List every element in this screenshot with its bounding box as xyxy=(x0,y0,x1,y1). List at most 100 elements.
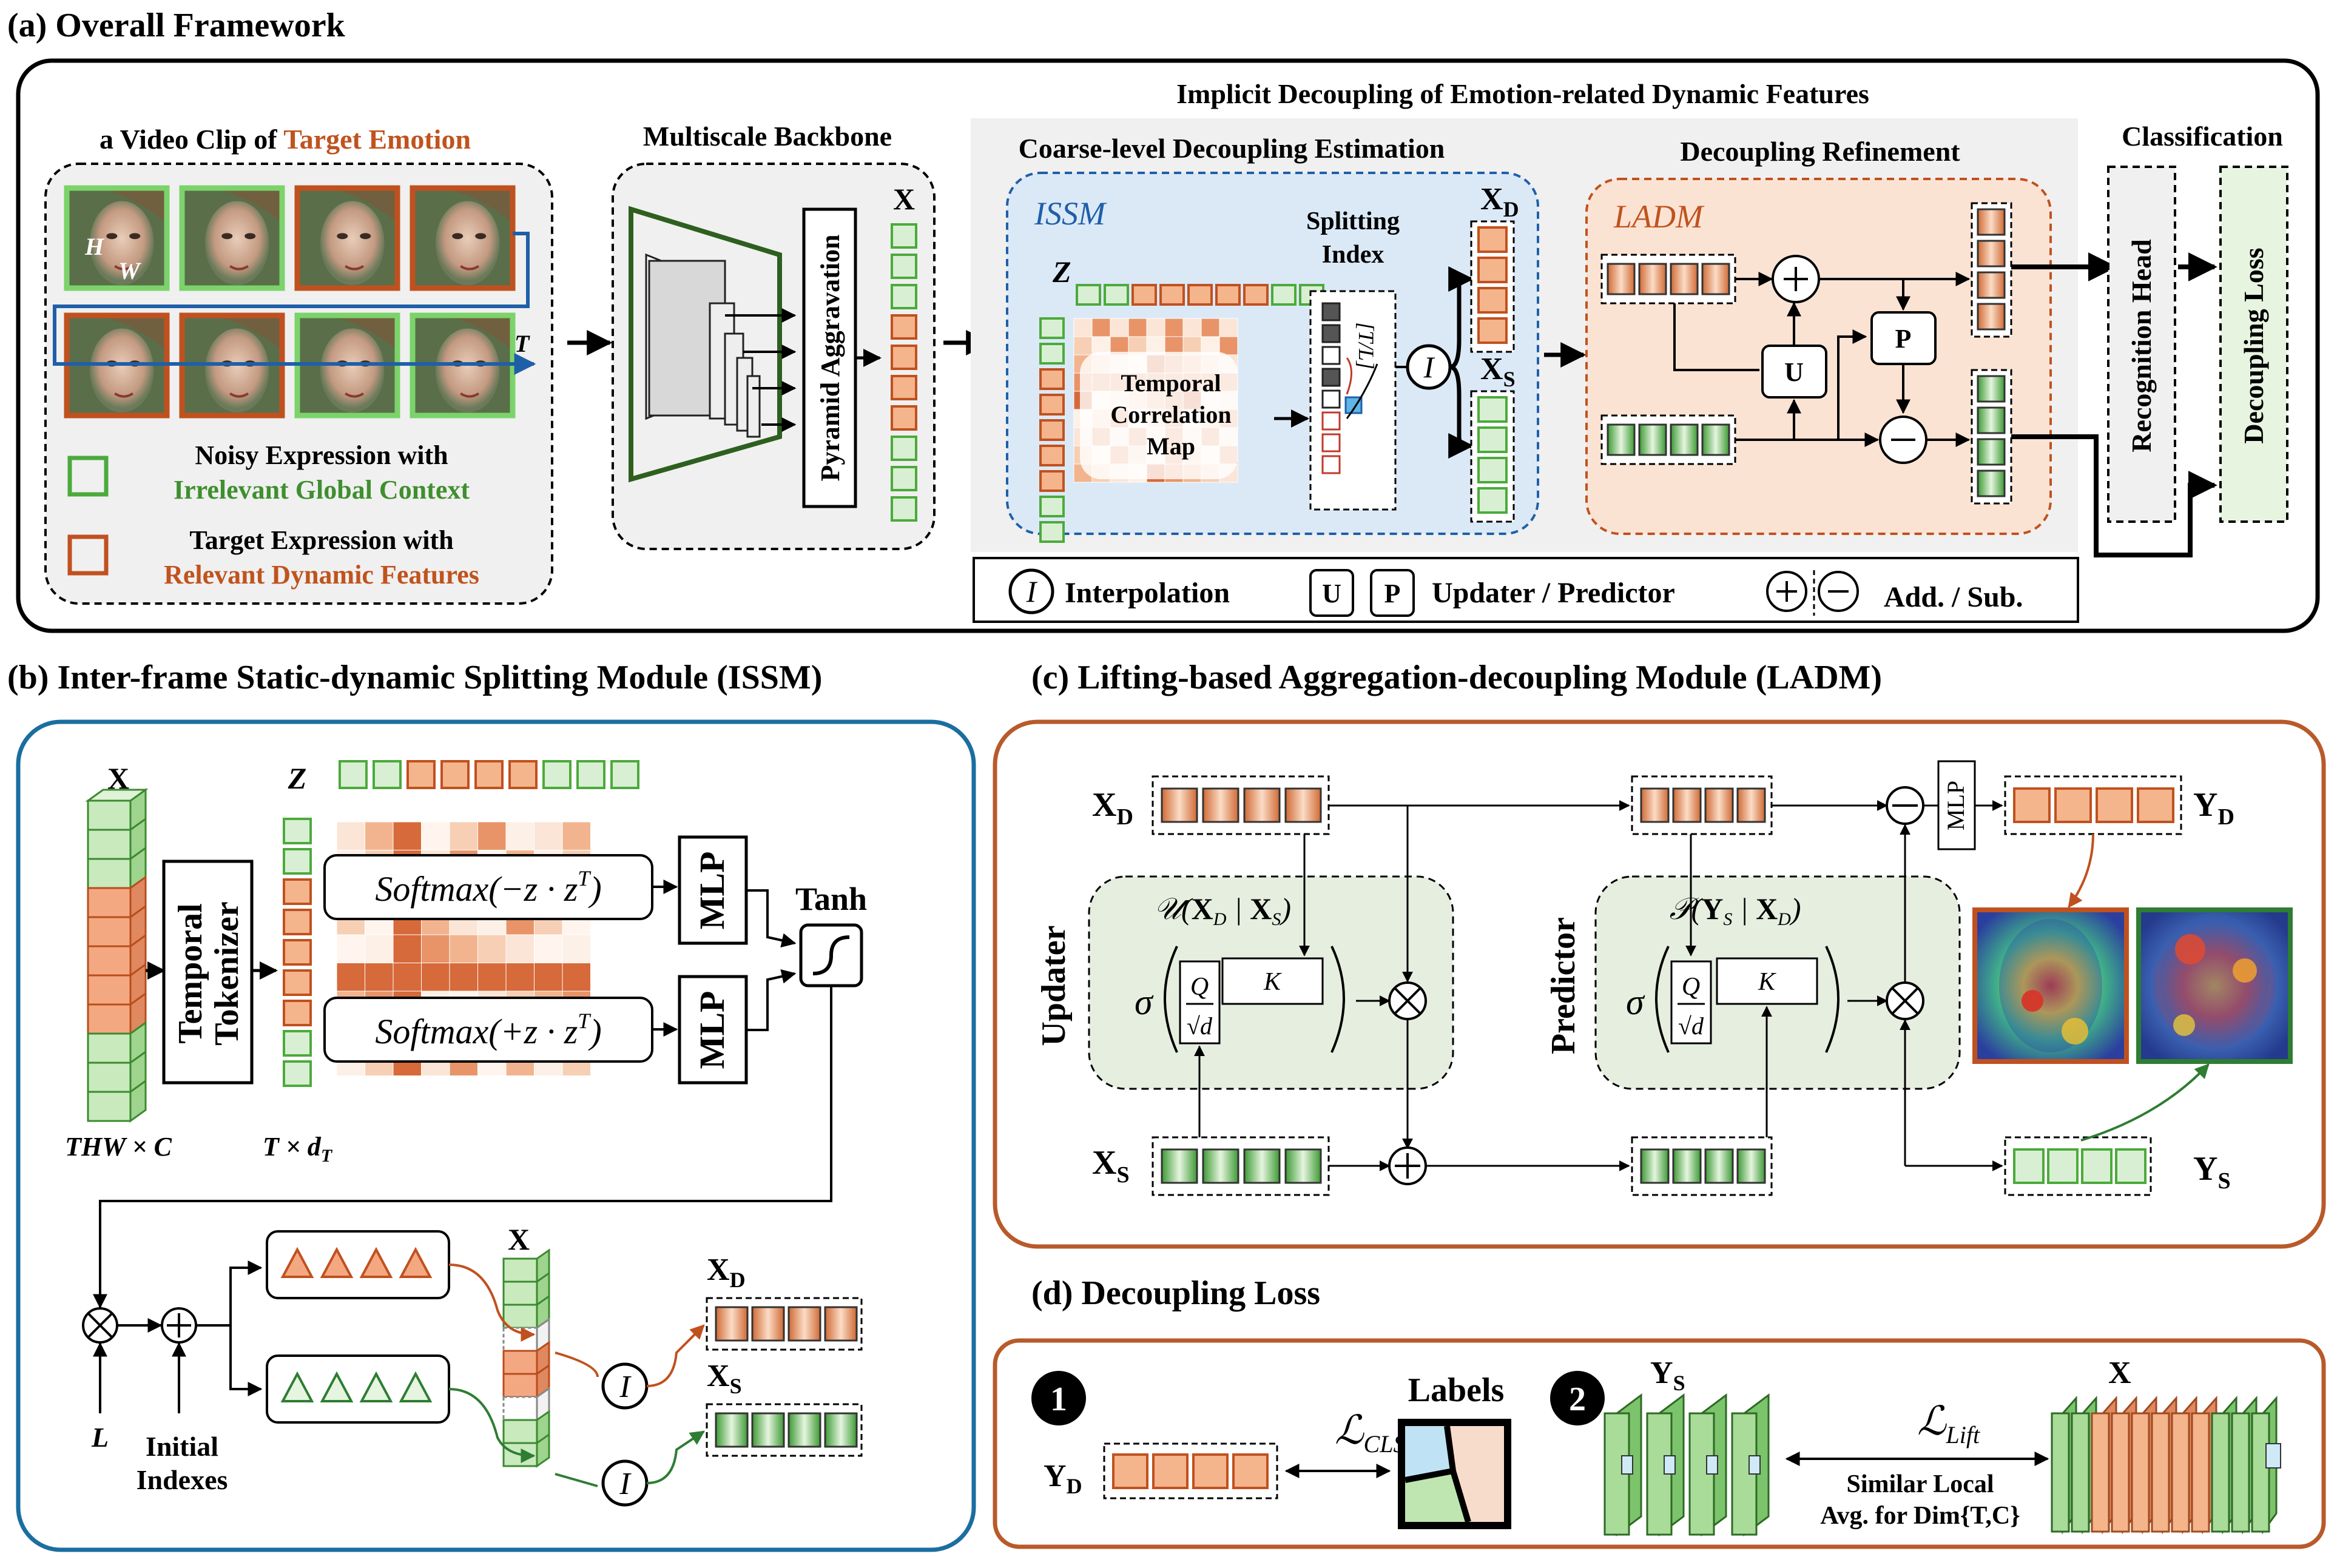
token-cell xyxy=(1977,271,2006,299)
ys-tokens-c xyxy=(2013,1148,2146,1184)
implicit-title: Implicit Decoupling of Emotion-related D… xyxy=(1176,78,1869,109)
panel-a-title: (a) Overall Framework xyxy=(7,7,346,44)
corr-map-overlay xyxy=(1080,352,1238,479)
temporal-tokenizer-box xyxy=(162,860,254,1085)
token-cell xyxy=(1640,1148,1670,1184)
token-cell xyxy=(1112,1453,1148,1489)
labels-icon xyxy=(1398,1419,1511,1529)
token-cell xyxy=(787,1412,821,1448)
token-cell xyxy=(283,1000,312,1026)
index-triangle xyxy=(320,1247,354,1278)
lcls-label: ℒCLS xyxy=(1335,1408,1405,1458)
token-cell xyxy=(1736,1148,1766,1184)
interp-symbol-b2: I xyxy=(619,1467,632,1501)
index-triangle xyxy=(399,1371,433,1402)
k-p: K xyxy=(1758,968,1776,996)
legend-orange-swatch xyxy=(67,534,109,576)
token-cell xyxy=(824,1412,858,1448)
panel-d-title: (d) Decoupling Loss xyxy=(1031,1274,1320,1312)
panel-b-frame xyxy=(16,719,976,1552)
token-cell xyxy=(1672,1148,1702,1184)
z-label-a: Z xyxy=(1052,255,1071,289)
token-cell xyxy=(1477,257,1508,283)
token-cell xyxy=(715,1412,749,1448)
token-cell xyxy=(1977,240,2006,268)
recognition-head-box xyxy=(2107,166,2176,523)
panel-b-title: (b) Inter-frame Static-dynamic Splitting… xyxy=(7,659,822,696)
token-cell xyxy=(1977,303,2006,331)
token-cell xyxy=(1243,1148,1281,1184)
token-cell xyxy=(1039,343,1065,365)
token-cell xyxy=(1215,284,1241,306)
x-label-a: X xyxy=(893,182,915,216)
token-cell xyxy=(1039,317,1065,339)
token-cell xyxy=(1243,787,1281,823)
token-cell xyxy=(1039,521,1065,543)
x-cube-column xyxy=(502,1248,550,1468)
legend-u-symbol: U xyxy=(1322,579,1341,608)
token-cell xyxy=(891,405,917,431)
token-cell xyxy=(1284,1148,1322,1184)
token-cell xyxy=(373,760,402,789)
token-cell xyxy=(1202,1148,1239,1184)
xd-tokens-c2 xyxy=(1640,787,1766,823)
axis-h: H xyxy=(84,233,105,260)
labels-text: Labels xyxy=(1408,1371,1505,1409)
token-cell xyxy=(1977,438,2006,466)
xs-tokens-c xyxy=(1161,1148,1322,1184)
mlp-box-bottom xyxy=(678,975,748,1085)
coarse-title: Coarse-level Decoupling Estimation xyxy=(1019,133,1445,164)
xs-tokens-a xyxy=(1477,396,1508,514)
sigma-p: σ xyxy=(1626,982,1645,1022)
legend-interp-symbol: I xyxy=(1026,574,1038,608)
token-cell xyxy=(283,1060,312,1087)
token-cell xyxy=(2013,787,2051,823)
softmax-pos-text: Softmax(+z · zT) xyxy=(375,1009,601,1051)
x-token-column xyxy=(891,223,917,522)
token-cell xyxy=(1076,284,1101,306)
z-token-column xyxy=(1039,317,1065,543)
similar-local-1: Similar Local xyxy=(1846,1470,1994,1498)
dynamic-index-triangles xyxy=(280,1247,433,1278)
pyramid-label: Pyramid Aggravation xyxy=(815,235,845,482)
xd-tokens-b xyxy=(715,1306,858,1342)
token-cell xyxy=(1131,284,1157,306)
legend-updater-predictor: Updater / Predictor xyxy=(1432,577,1675,609)
ys-feature-stack xyxy=(1604,1393,1770,1536)
token-cell xyxy=(1039,445,1065,466)
token-cell xyxy=(1477,426,1508,453)
softmax-neg-text: Softmax(−z · zT) xyxy=(375,866,601,909)
updater-symbol-a: U xyxy=(1784,357,1804,387)
x-dim-b: THW × C xyxy=(65,1132,172,1162)
legend-green-line1: Noisy Expression with xyxy=(195,440,448,470)
xd-label-a: XD xyxy=(1480,182,1519,221)
token-cell xyxy=(1670,263,1699,295)
token-cell xyxy=(2137,787,2174,823)
x-feature-stack xyxy=(2051,1396,2281,1535)
token-cell xyxy=(1672,787,1702,823)
video-clip-title: a Video Clip of Target Emotion xyxy=(99,124,471,155)
token-cell xyxy=(891,254,917,279)
recognition-head-label: Recognition Head xyxy=(2126,239,2157,453)
token-cell xyxy=(1284,787,1322,823)
token-cell xyxy=(283,878,312,905)
l-label: L xyxy=(91,1422,109,1453)
xs-label-c: XS xyxy=(1092,1144,1130,1188)
token-cell xyxy=(1607,263,1636,295)
mlp-label-bottom: MLP xyxy=(692,991,732,1069)
token-cell xyxy=(2081,1148,2113,1184)
token-cell xyxy=(1039,394,1065,416)
token-cell xyxy=(1640,787,1670,823)
token-cell xyxy=(1477,457,1508,483)
token-cell xyxy=(1161,787,1198,823)
ys-label-d: YS xyxy=(1650,1356,1685,1395)
corr-map-line2: Correlation xyxy=(1110,401,1231,428)
token-cell xyxy=(1638,423,1667,456)
x-feature-column xyxy=(85,788,149,1123)
token-cell xyxy=(1607,423,1636,456)
step-1-badge: 1 xyxy=(1050,1381,1067,1418)
token-cell xyxy=(1638,263,1667,295)
legend-add-sub: Add. / Sub. xyxy=(1884,581,2023,613)
panel-d-frame xyxy=(993,1338,2326,1549)
